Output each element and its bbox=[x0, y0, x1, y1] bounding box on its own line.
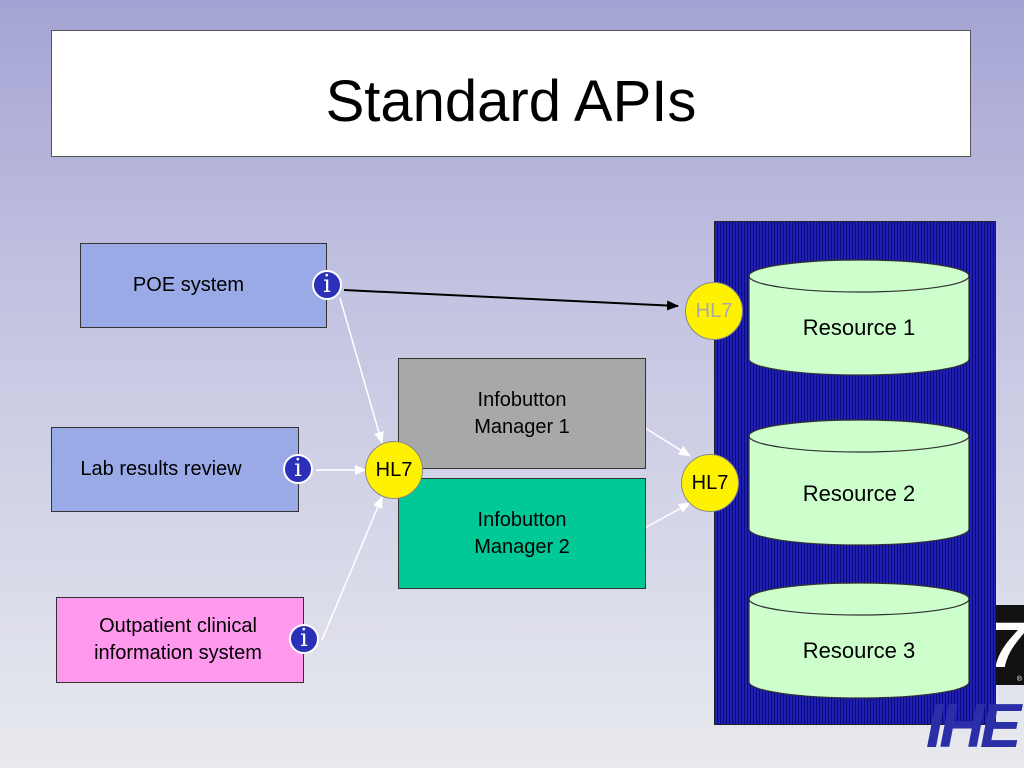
arrow-poe-to-hl7 bbox=[339, 297, 384, 444]
arrow-manager1-to-hl7 bbox=[644, 427, 691, 457]
source-label: Lab results review bbox=[80, 458, 242, 480]
arrow-poe-to-resource1 bbox=[343, 289, 679, 311]
source-outpatient-clinical-information-system[interactable]: Outpatient clinical information system bbox=[56, 597, 304, 683]
database-cylinder-icon bbox=[748, 582, 970, 699]
registered-mark: ® bbox=[1016, 676, 1022, 683]
resource-label: Resource 3 bbox=[802, 638, 916, 663]
resource-label: Resource 1 bbox=[802, 315, 916, 340]
hl7-node-resource1: HL7 bbox=[685, 282, 743, 340]
manager-label: Infobutton Manager 1 bbox=[474, 388, 570, 438]
manager-label: Infobutton Manager 2 bbox=[474, 508, 570, 558]
page-title: Standard APIs bbox=[325, 69, 697, 134]
hl7-node-managers: HL7 bbox=[365, 441, 423, 499]
source-lab-results-review[interactable]: Lab results review bbox=[51, 427, 299, 512]
hl7-label: HL7 bbox=[691, 471, 729, 494]
infobutton-manager-1[interactable]: Infobutton Manager 1 bbox=[398, 358, 646, 469]
hl7-label: HL7 bbox=[695, 299, 733, 322]
resource-2[interactable]: Resource 2 bbox=[748, 419, 970, 546]
database-cylinder-icon bbox=[748, 259, 970, 376]
source-label: Outpatient clinical information system bbox=[94, 615, 262, 664]
resource-3[interactable]: Resource 3 bbox=[748, 582, 970, 699]
info-button-icon[interactable]: i bbox=[312, 270, 342, 300]
source-poe-system[interactable]: POE system bbox=[80, 243, 327, 328]
hl7-label: HL7 bbox=[375, 458, 413, 481]
resource-label: Resource 2 bbox=[802, 481, 916, 506]
info-button-icon[interactable]: i bbox=[289, 624, 319, 654]
resource-1[interactable]: Resource 1 bbox=[748, 259, 970, 376]
ihe-logo: IHE bbox=[926, 692, 1021, 761]
hl7-logo-mark: 7 bbox=[996, 613, 1024, 677]
title-box: Standard APIs bbox=[51, 30, 971, 157]
hl7-logo: 7 ® bbox=[996, 605, 1024, 685]
arrow-outpatient-to-hl7 bbox=[321, 496, 383, 641]
infobutton-manager-2[interactable]: Infobutton Manager 2 bbox=[398, 478, 646, 589]
source-label: POE system bbox=[132, 274, 245, 296]
arrow-manager2-to-hl7 bbox=[644, 502, 691, 529]
info-button-icon[interactable]: i bbox=[283, 454, 313, 484]
database-cylinder-icon bbox=[748, 419, 970, 546]
hl7-node-resources: HL7 bbox=[681, 454, 739, 512]
